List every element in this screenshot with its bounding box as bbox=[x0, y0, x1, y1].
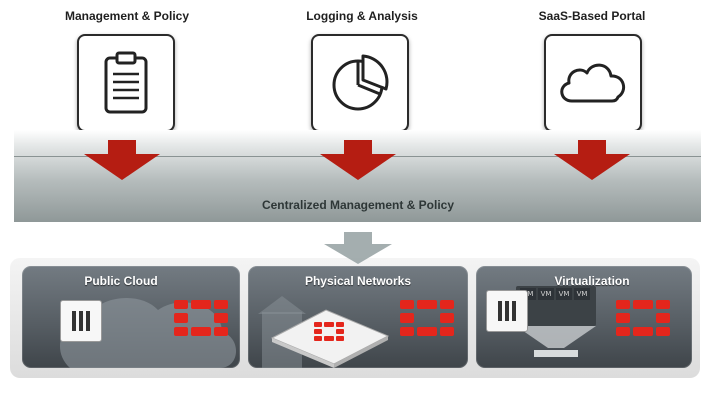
fortinet-logo-icon bbox=[616, 300, 670, 336]
saas-portal-tile bbox=[544, 34, 642, 132]
down-arrow-icon bbox=[554, 140, 630, 180]
physical-networks-panel: Physical Networks bbox=[248, 266, 468, 368]
management-policy-tile bbox=[77, 34, 175, 132]
cloud-icon bbox=[560, 63, 626, 103]
fortinet-logo-icon bbox=[400, 300, 454, 336]
appliance-icon bbox=[486, 290, 528, 332]
appliance-icon bbox=[60, 300, 102, 342]
pie-chart-icon bbox=[332, 54, 389, 111]
vm-label: VM bbox=[538, 288, 554, 300]
physical-networks-title: Physical Networks bbox=[304, 274, 412, 288]
logging-analysis-label: Logging & Analysis bbox=[306, 9, 418, 23]
saas-portal-label: SaaS-Based Portal bbox=[538, 9, 646, 23]
network-appliance-icon bbox=[270, 309, 390, 368]
virtualization-title: Virtualization bbox=[554, 274, 630, 288]
vm-label: VM bbox=[574, 288, 590, 300]
vm-label: VM bbox=[556, 288, 572, 300]
clipboard-icon bbox=[104, 51, 148, 114]
cloud-background-icon bbox=[59, 297, 237, 368]
down-arrow-gray-icon bbox=[324, 232, 392, 264]
public-cloud-title: Public Cloud bbox=[84, 274, 158, 288]
public-cloud-panel: Public Cloud bbox=[22, 266, 240, 368]
fortinet-logo-icon bbox=[174, 300, 228, 336]
logging-analysis-tile bbox=[311, 34, 409, 132]
down-arrow-icon bbox=[84, 140, 160, 180]
virtualization-panel: Virtualization VM VM VM VM bbox=[476, 266, 692, 368]
hypervisor-funnel-icon bbox=[516, 326, 596, 357]
centralized-management-label: Centralized Management & Policy bbox=[261, 198, 455, 212]
down-arrow-icon bbox=[320, 140, 396, 180]
management-policy-label: Management & Policy bbox=[64, 9, 190, 23]
